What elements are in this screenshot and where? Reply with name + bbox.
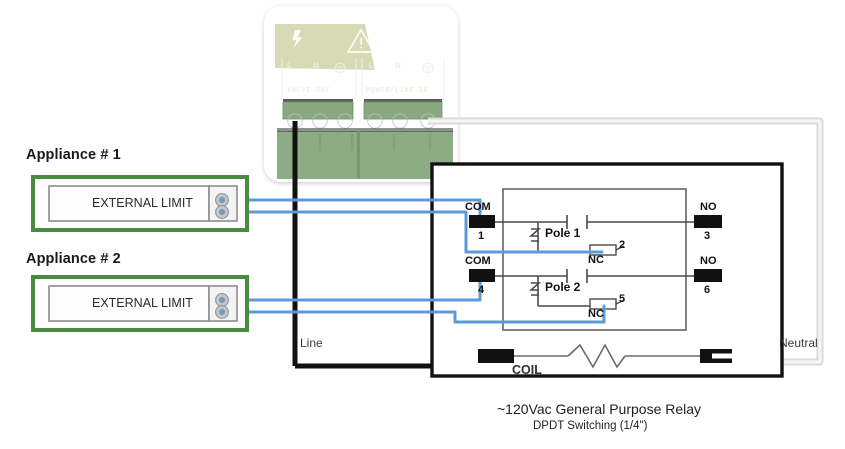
appliance-1-title: Appliance # 1 — [26, 147, 121, 163]
controller-device-photo — [264, 6, 458, 182]
valve-out-terminal-n: N — [313, 61, 320, 70]
blue-control-wires — [226, 198, 606, 324]
com-4-label: COM — [465, 255, 491, 267]
com-4-pad — [469, 269, 495, 282]
diagram-caption-main: ~120Vac General Purpose Relay — [497, 401, 702, 417]
com-1-pad — [469, 215, 495, 228]
diagram-caption-sub: DPDT Switching (1/4") — [533, 420, 648, 432]
com-4-number: 4 — [478, 284, 485, 296]
lightning-bolt-icon-left — [292, 30, 302, 49]
valve-out-section-label: VALVE OUT — [287, 87, 331, 95]
line-rail-label: Line — [300, 336, 323, 350]
no-3-number: 3 — [704, 230, 711, 242]
power-in-terminal-n: N — [395, 61, 402, 70]
ground-symbol-icon-power — [422, 62, 434, 74]
com-1-number: 1 — [478, 230, 485, 242]
relay-terminal-pads — [469, 215, 722, 282]
valve-out-terminal-l: L — [287, 61, 293, 70]
appliance-2-title: Appliance # 2 — [26, 251, 121, 267]
appliance-1-enclosure — [31, 175, 249, 232]
com-1-label: COM — [465, 201, 491, 213]
nc-5-number: 5 — [619, 293, 626, 305]
ground-symbol-icon-valve — [334, 62, 346, 74]
coil-left-pad — [478, 349, 514, 363]
pole-1-label: Pole 1 — [545, 226, 581, 240]
neutral-rail-label: Neutral — [779, 336, 818, 350]
coil-label: COIL — [512, 363, 542, 377]
no-6-pad — [694, 269, 722, 282]
no-6-number: 6 — [704, 284, 711, 296]
lightning-bolt-icon-right — [422, 30, 432, 49]
nc-2-label: NC — [588, 254, 604, 266]
appliance-2-device-label: EXTERNAL LIMIT — [92, 296, 193, 310]
warning-triangle-icon — [346, 28, 376, 53]
no-3-pad — [694, 215, 722, 228]
appliance-2-enclosure — [31, 275, 249, 332]
nc-5-label: NC — [588, 308, 604, 320]
nc-2-number: 2 — [619, 239, 626, 251]
power-line-in-section-label: POWER/LINE IN — [366, 87, 429, 95]
power-in-terminal-l: L — [369, 61, 375, 70]
no-3-label: NO — [700, 201, 717, 213]
appliance-1-device-label: EXTERNAL LIMIT — [92, 196, 193, 210]
pole-2-label: Pole 2 — [545, 280, 581, 294]
coil-branch — [478, 343, 734, 369]
no-6-label: NO — [700, 255, 717, 267]
